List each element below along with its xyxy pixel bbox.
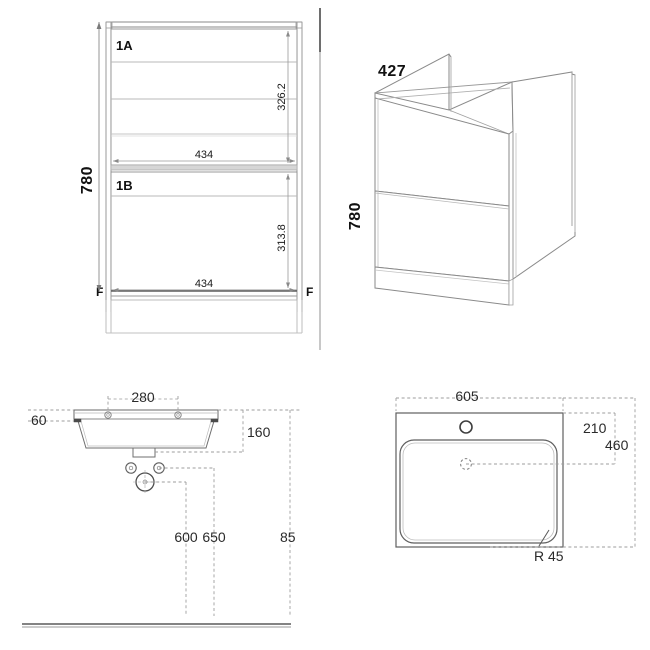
dimension-label-60: 60 [31, 412, 47, 428]
drawer-label-1b: 1B [116, 178, 133, 193]
dimension-label-434-lower: 434 [195, 278, 213, 290]
dimension-434-lower: 434 [113, 278, 295, 292]
dimension-313-8: 313.8 [276, 174, 290, 288]
dimension-label-280: 280 [131, 389, 155, 405]
basin-waste-outlet [132, 447, 156, 458]
waste-hole-plan [460, 458, 472, 470]
dimension-label-210: 210 [583, 420, 607, 436]
basin-plan-view: 605 210 460 R 45 [395, 388, 636, 564]
plinth-section [105, 290, 303, 334]
tap-hole-plan [459, 420, 473, 434]
basin-plan-projection-lines [395, 397, 636, 548]
tap-hole-markers [104, 411, 182, 419]
dimension-label-r45: R 45 [534, 548, 564, 564]
floor-marker-right: F [306, 285, 313, 299]
dimension-label-780-iso: 780 [347, 202, 364, 230]
dimension-label-650: 650 [202, 529, 226, 545]
dimension-label-605: 605 [455, 388, 479, 404]
basin-plan-bowl [399, 439, 558, 544]
dimension-780-front: 780 [79, 22, 102, 292]
floor-line [22, 623, 291, 628]
corner-radius-leader: R 45 [534, 529, 564, 564]
drawer-label-1a: 1A [116, 38, 133, 53]
iso-front-faces [374, 93, 514, 306]
dimension-label-427: 427 [378, 63, 406, 80]
dimension-label-460: 460 [605, 437, 629, 453]
dimension-label-85: 85 [280, 529, 296, 545]
dimension-label-434-upper: 434 [195, 149, 213, 161]
dimension-label-600: 600 [174, 529, 198, 545]
drawer-gap-bar [110, 164, 298, 171]
drawer-front-1b: 1B [110, 171, 298, 291]
dimension-label-313-8: 313.8 [276, 224, 288, 252]
basin-bowl-body [73, 418, 219, 449]
basin-section-view: 280 60 160 600 650 85 [22, 389, 300, 628]
dimension-label-780-front: 780 [79, 166, 96, 194]
dimension-280: 280 [108, 389, 178, 405]
isometric-cabinet-view: 427 780 [347, 53, 576, 306]
dimension-label-326-2: 326.2 [276, 83, 288, 111]
iso-right-side-panel [511, 71, 576, 280]
dimension-label-160: 160 [247, 424, 271, 440]
floor-marker-left: F [96, 285, 103, 299]
drawer-front-1a: 1A [110, 28, 298, 166]
front-elevation-view: 1A 1B F F 780 [79, 21, 313, 334]
iso-inner-divider [448, 54, 452, 112]
dimension-434-upper: 434 [113, 149, 295, 163]
basin-top-slab [73, 409, 219, 420]
dimension-326-2: 326.2 [276, 31, 290, 163]
